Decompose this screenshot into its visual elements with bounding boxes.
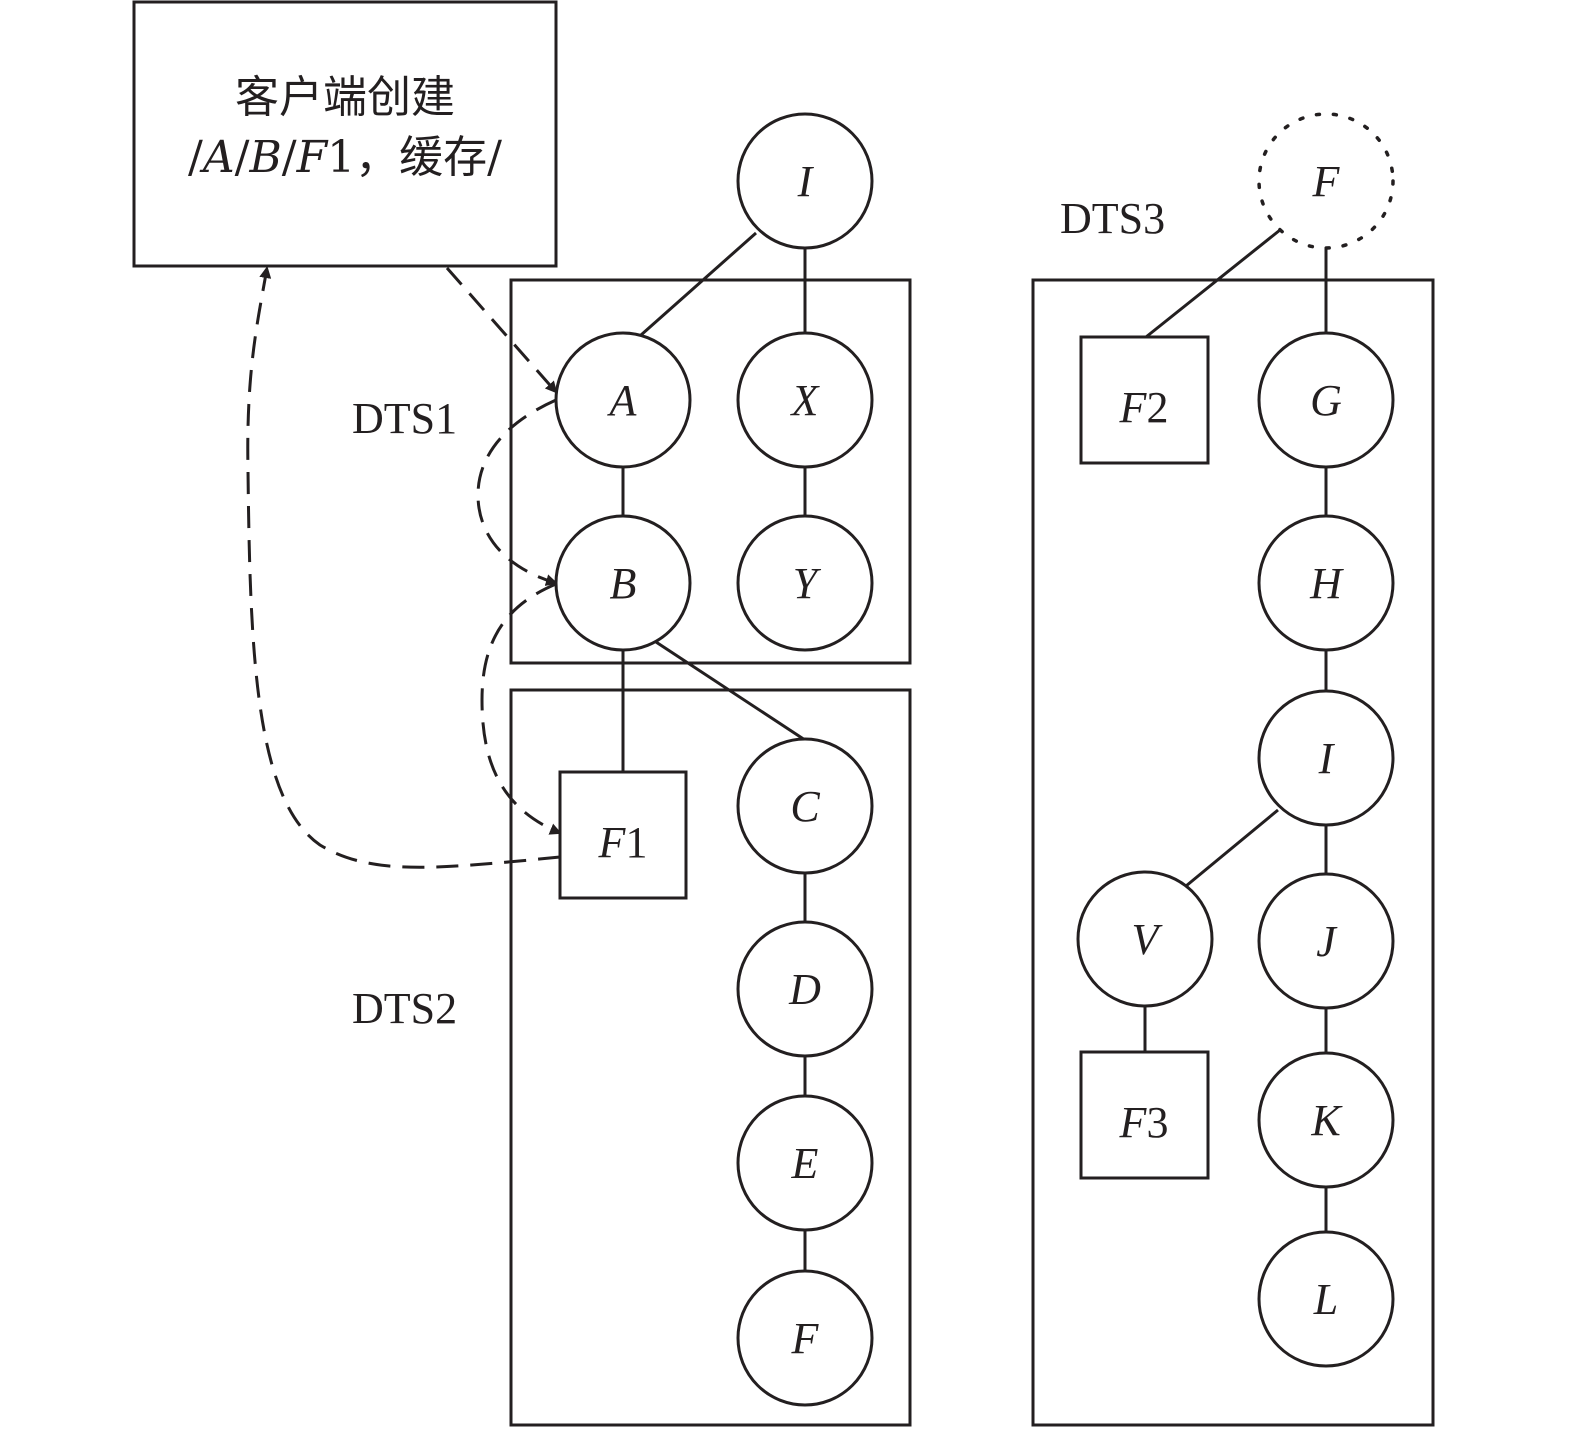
svg-text:X: X [790,376,821,425]
node-x: X [736,331,874,469]
lookup-flow-arrows [246,266,562,869]
svg-text:I: I [1318,734,1336,783]
node-f: F [736,1269,874,1407]
svg-text:C: C [790,782,820,831]
svg-text:L: L [1313,1275,1338,1324]
node-v: V [1076,870,1214,1008]
arrow-b-to-f1 [480,582,562,835]
node-f3-file: F3 [1079,1050,1210,1180]
arrow-f1-to-client [246,266,561,869]
node-h: H [1257,514,1395,652]
edge-i-v [1185,808,1279,888]
node-y: Y [736,514,874,652]
client-box: 客户端创建 /A/B/F1，缓存/ [132,0,558,268]
svg-text:F: F [1312,157,1341,206]
arrow-a-to-b [476,398,558,586]
svg-text:F1: F1 [598,818,648,867]
svg-text:K: K [1310,1096,1343,1145]
edge-i-a [640,231,757,337]
node-l: L [1257,1230,1395,1368]
dts3-label: DTS3 [1060,194,1165,243]
node-i-top: I [736,112,874,250]
edge-b-c [655,640,806,742]
svg-text:F3: F3 [1119,1098,1169,1147]
node-j: J [1257,872,1395,1010]
svg-text:G: G [1310,376,1342,425]
dts3-box [1031,278,1435,1427]
dts2-label: DTS2 [352,984,457,1033]
arrow-client-to-a [445,267,558,394]
node-e: E [736,1094,874,1232]
svg-text:H: H [1309,559,1344,608]
node-f-remote-dotted: F [1257,112,1395,250]
node-c: C [736,737,874,875]
svg-text:J: J [1316,917,1338,966]
svg-text:I: I [797,157,815,206]
node-g: G [1257,331,1395,469]
dts1-label: DTS1 [352,394,457,443]
svg-text:F: F [791,1314,820,1363]
node-a: A [554,331,692,469]
svg-text:E: E [791,1139,819,1188]
node-d: D [736,920,874,1058]
tree-edges [621,228,1328,1272]
svg-text:D: D [788,965,821,1014]
node-f1-file: F1 [558,770,688,900]
svg-text:V: V [1132,915,1164,964]
svg-text:B: B [610,559,637,608]
svg-text:F2: F2 [1119,383,1169,432]
client-box-line1: 客户端创建 [235,72,455,123]
edge-fremote-f2 [1145,228,1281,339]
svg-text:A: A [607,376,638,425]
client-box-line2: /A/B/F1，缓存/ [188,132,502,183]
dts1-box [509,278,912,665]
node-i: I [1257,689,1395,827]
node-b: B [554,514,692,652]
node-k: K [1257,1051,1395,1189]
node-f2-file: F2 [1079,335,1210,465]
svg-text:Y: Y [793,559,822,608]
dts2-box [509,688,912,1427]
